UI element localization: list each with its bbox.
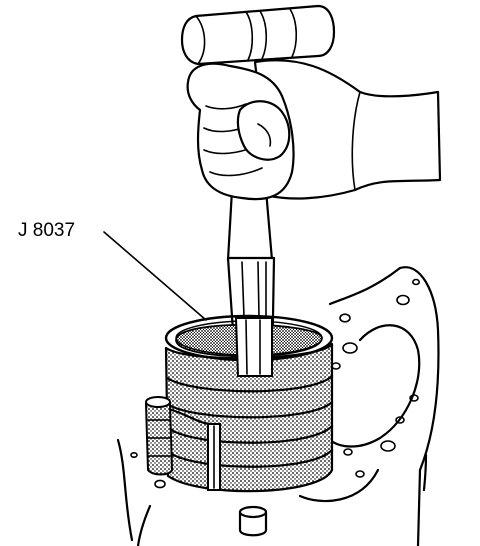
hammer-head <box>180 4 336 66</box>
callout-label: J 8037 <box>18 220 75 241</box>
hand <box>186 59 442 201</box>
callout-j8037: J 8037 <box>18 220 207 321</box>
engine-block-deck <box>116 266 440 546</box>
ring-compressor-tool <box>144 314 334 493</box>
dowel-pin <box>238 505 268 537</box>
